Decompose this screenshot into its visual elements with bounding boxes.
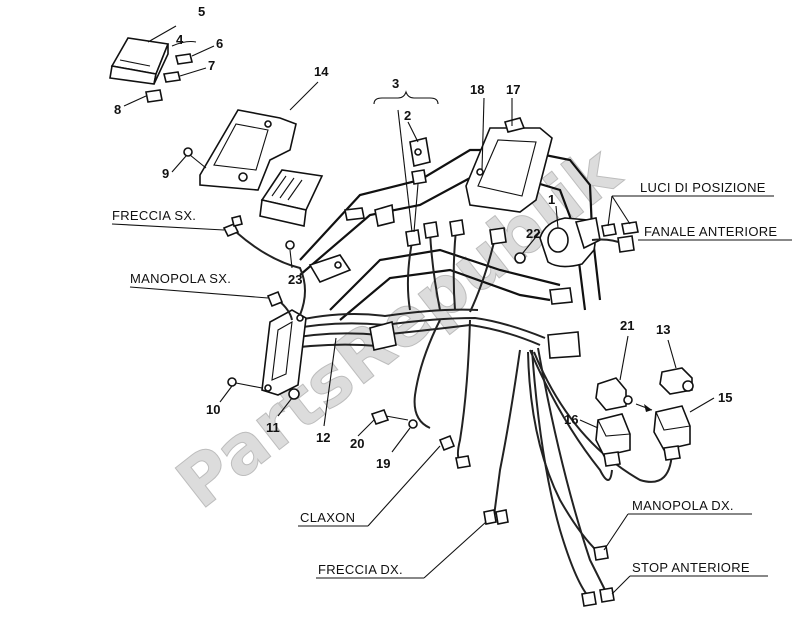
nut-23 <box>285 240 295 250</box>
callout-10: 10 <box>206 402 220 417</box>
callout-14: 14 <box>314 64 329 79</box>
nut-11 <box>288 388 300 400</box>
connector-block <box>259 169 324 227</box>
connector-freccia-sx <box>222 215 243 238</box>
wire-manopola-dx <box>527 351 599 553</box>
callout-11: 11 <box>266 420 280 435</box>
callout-1: 1 <box>548 192 555 207</box>
fuse-6 <box>175 53 193 65</box>
callout-19: 19 <box>376 456 390 471</box>
label-claxon: CLAXON <box>300 510 355 525</box>
leader-lines <box>111 25 792 595</box>
wire-claxon-ground <box>413 319 441 429</box>
switch-16 <box>595 413 631 467</box>
wire-claxon <box>456 319 471 463</box>
callout-8: 8 <box>114 102 121 117</box>
fuse-box <box>109 37 170 85</box>
connector-luci-posizione <box>601 221 639 237</box>
callout-23: 23 <box>288 272 302 287</box>
callout-2: 2 <box>404 108 411 123</box>
label-manopola-sx: MANOPOLA SX. <box>130 271 231 286</box>
screw-9 <box>183 147 207 169</box>
switch-15 <box>653 405 691 461</box>
label-freccia-sx: FRECCIA SX. <box>112 208 196 223</box>
connector-manopola-sx <box>266 290 284 308</box>
arrow-head-icon <box>644 404 652 412</box>
callout-13: 13 <box>656 322 670 337</box>
callout-21: 21 <box>620 318 634 333</box>
main-harness <box>274 308 546 351</box>
bracket-5 <box>171 40 197 47</box>
nut-22 <box>514 252 526 264</box>
wire-stop-anteriore-a <box>531 349 589 597</box>
callout-3: 3 <box>392 76 399 91</box>
cover-14 <box>199 109 297 191</box>
callout-17: 17 <box>506 82 520 97</box>
callout-20: 20 <box>350 436 364 451</box>
callout-15: 15 <box>718 390 732 405</box>
callout-7: 7 <box>208 58 215 73</box>
connector-claxon <box>438 434 471 469</box>
wire-stop-anteriore-b <box>537 347 607 593</box>
connector-labels: FRECCIA SX. MANOPOLA SX. LUCI DI POSIZIO… <box>112 180 777 577</box>
callout-numbers: 4 5 6 7 8 9 14 3 2 18 17 1 22 23 10 11 1… <box>114 4 732 471</box>
cover-17 <box>465 117 553 213</box>
upper-wires <box>405 219 507 313</box>
callout-6: 6 <box>216 36 223 51</box>
ignition-switch-1 <box>539 217 601 268</box>
connector-stop-anteriore <box>581 587 615 607</box>
fuse-8 <box>145 89 163 103</box>
switch-21 <box>595 377 633 411</box>
bolt-10 <box>227 377 263 389</box>
label-stop-anteriore: STOP ANTERIORE <box>632 560 750 575</box>
callout-12: 12 <box>316 430 330 445</box>
label-manopola-dx: MANOPOLA DX. <box>632 498 734 513</box>
wire-switch-15 <box>533 351 673 483</box>
wire-switch-16 <box>529 349 613 481</box>
label-luci-posizione: LUCI DI POSIZIONE <box>640 180 766 195</box>
cap-13 <box>659 367 694 395</box>
bolt-20 <box>370 409 409 425</box>
watermark-text: PartsRepublik <box>163 131 636 525</box>
fuse-7 <box>163 71 181 83</box>
connector-freccia-dx <box>483 509 509 525</box>
bracket-3 <box>373 90 439 105</box>
callout-22: 22 <box>526 226 540 241</box>
wire-freccia-sx <box>235 231 306 316</box>
label-fanale-anteriore: FANALE ANTERIORE <box>644 224 777 239</box>
relay-2 <box>409 137 431 233</box>
connector-fanale-anteriore <box>617 235 635 253</box>
callout-5: 5 <box>198 4 205 19</box>
callout-9: 9 <box>162 166 169 181</box>
callout-4: 4 <box>176 32 184 47</box>
callout-18: 18 <box>470 82 484 97</box>
wire-freccia-dx <box>493 349 521 517</box>
label-freccia-dx: FRECCIA DX. <box>318 562 403 577</box>
washer-19 <box>408 419 418 429</box>
watermark: PartsRepublik <box>162 130 636 525</box>
callout-16: 16 <box>564 412 578 427</box>
